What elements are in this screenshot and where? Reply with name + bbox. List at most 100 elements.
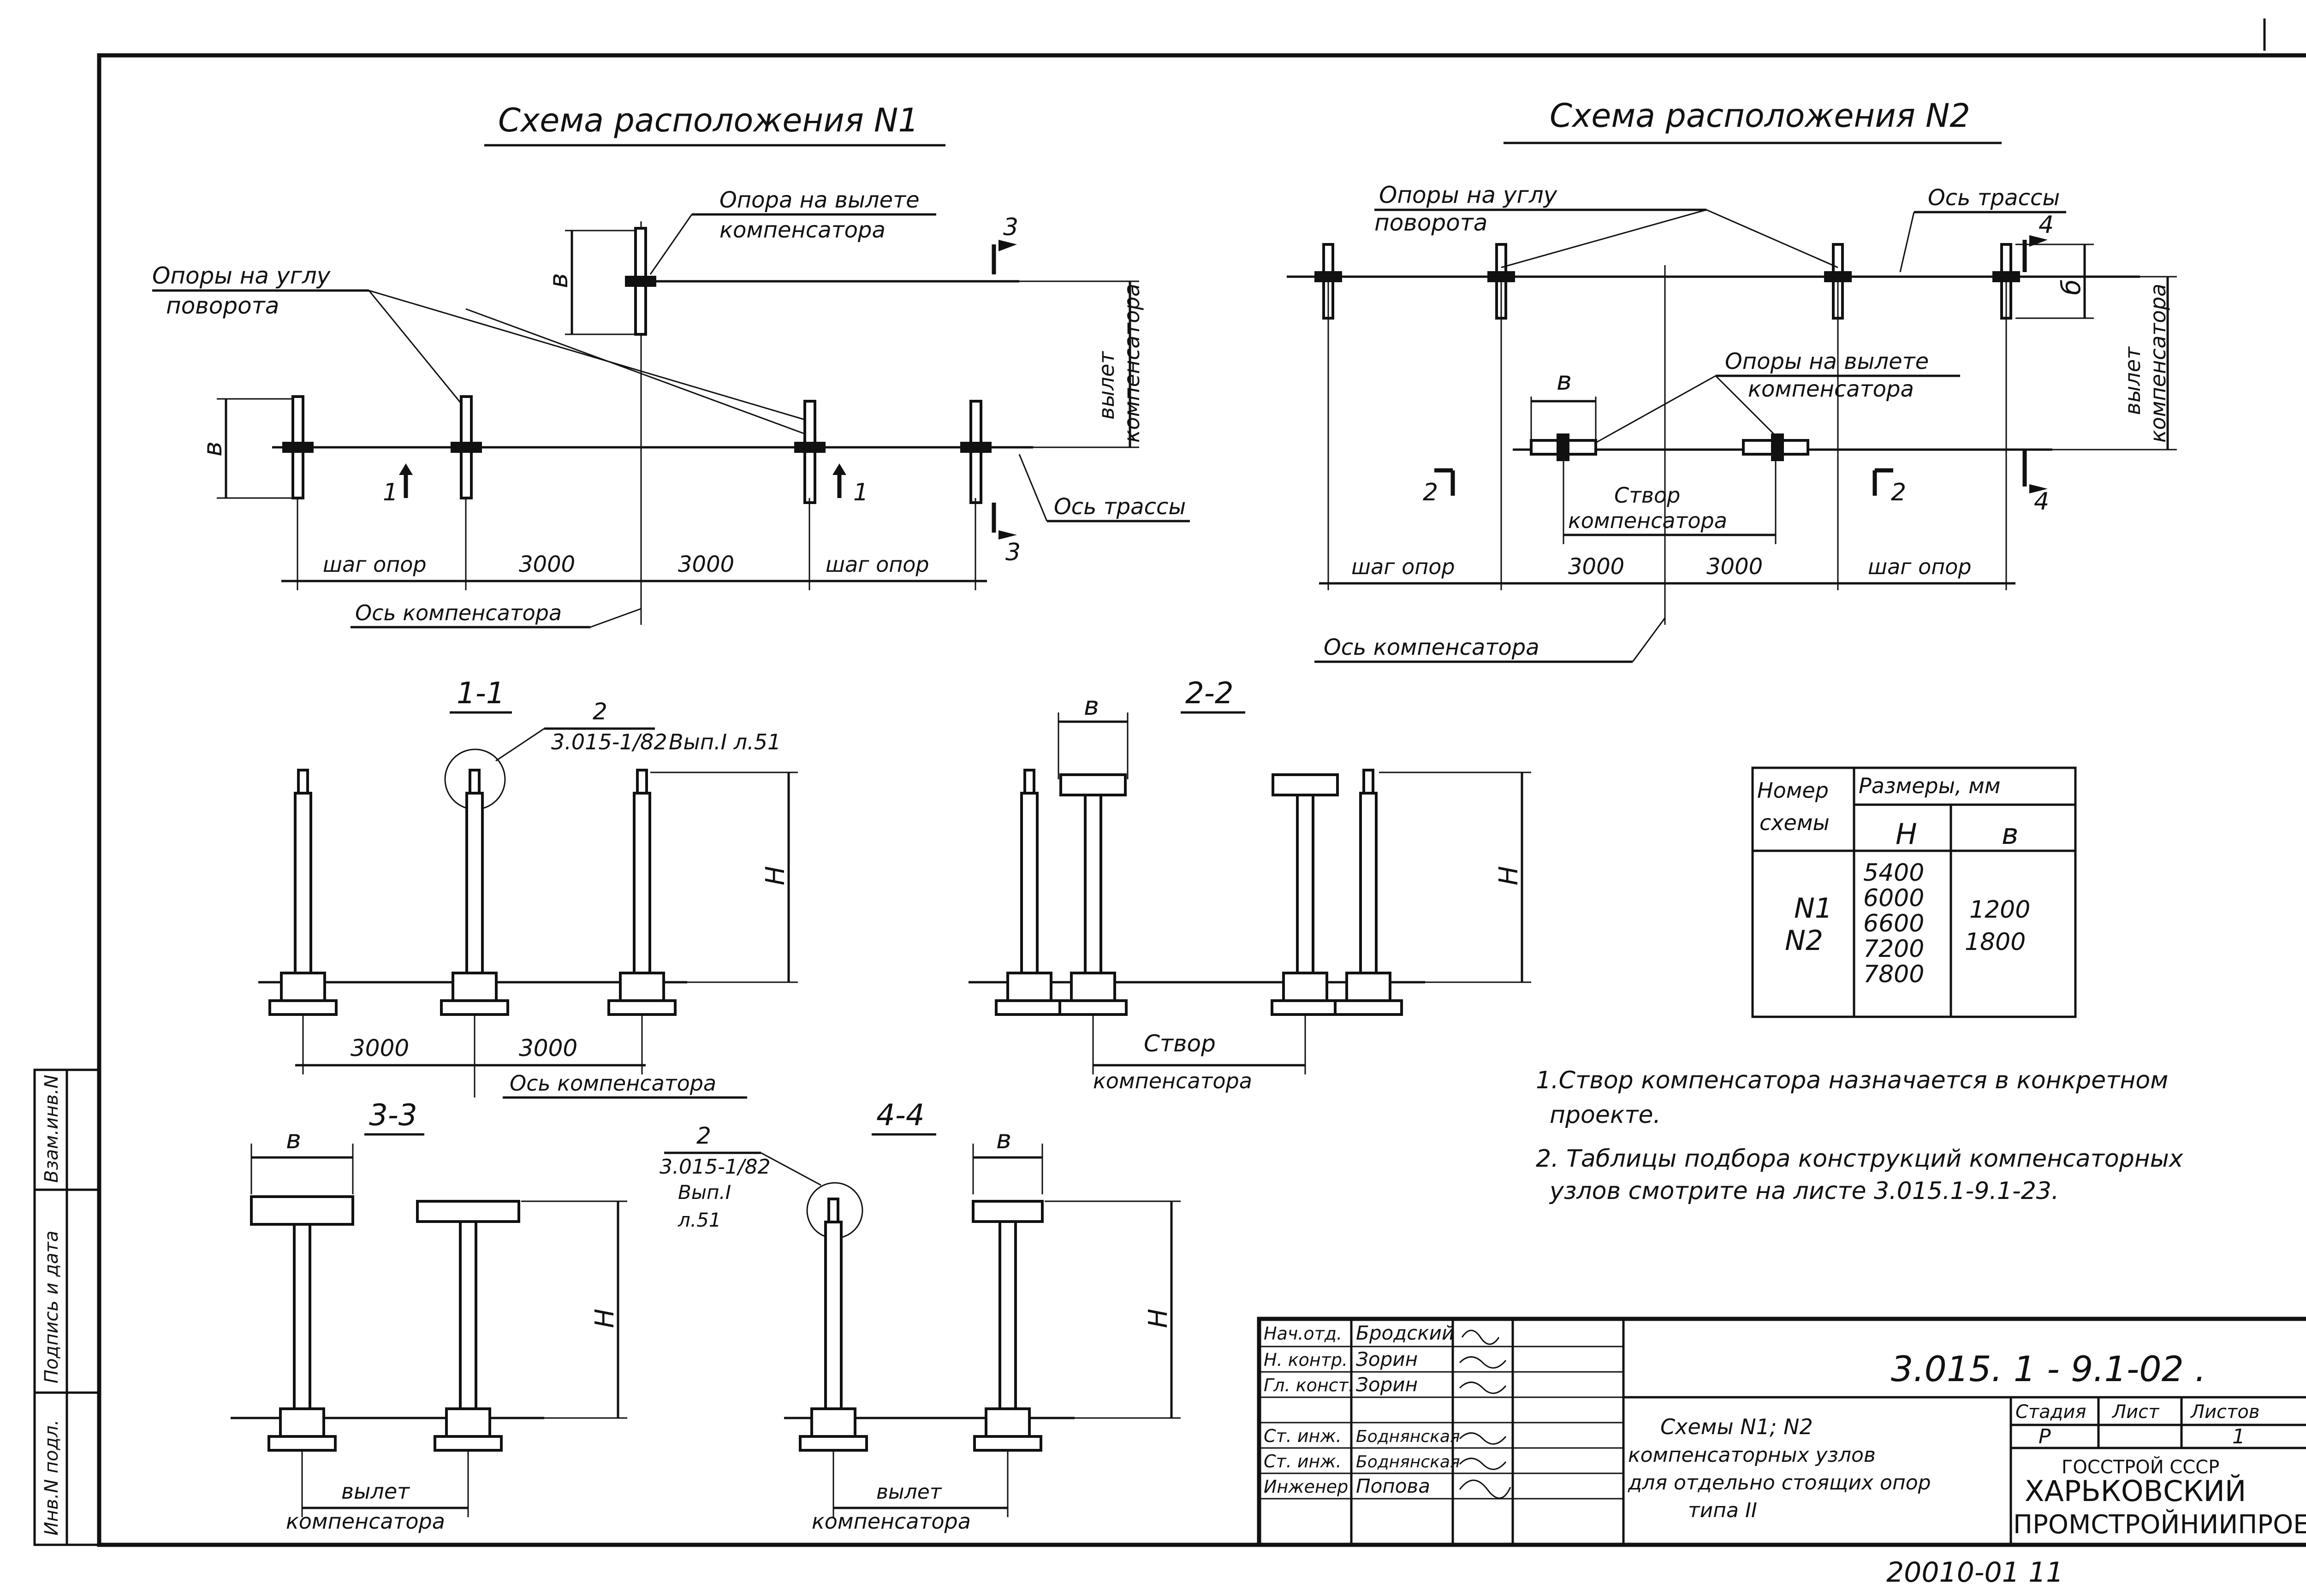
drawing-line — [590, 608, 642, 628]
drawing-label: вылет — [2120, 346, 2145, 415]
scheme-2-title: Схема расположения N2 — [1550, 97, 1970, 135]
drawing-label: 7800 — [1863, 961, 1924, 988]
drawing-shape — [619, 972, 665, 1002]
drawing-label: л.51 — [678, 1209, 721, 1231]
drawing-label: шаг опор — [1351, 554, 1455, 579]
drawing-label: Вып.I — [678, 1181, 731, 1204]
drawing-label: компенсатора — [812, 1509, 971, 1534]
drawing-label: 3000 — [1706, 554, 1763, 580]
drawing-label: ГОССТРОЙ СССР — [2062, 1456, 2219, 1478]
signature-stroke — [1459, 1329, 1511, 1499]
drawing-shape — [267, 1435, 337, 1452]
scheme-2-corner-label: Опоры на углу — [1379, 182, 1558, 208]
drawing-shape — [973, 1435, 1042, 1452]
drawing-shape — [1359, 792, 1378, 979]
drawing-shape — [452, 972, 498, 1002]
drawing-label: для отдельно стоящих опор — [1628, 1471, 1931, 1495]
scheme-1-title: Схема расположения N1 — [498, 101, 919, 139]
drawing-label: N1 — [1794, 892, 1832, 925]
drawing-shape — [1362, 769, 1374, 795]
dimensions-table: Номер схемы Размеры, мм H в N1 N2 5400 6… — [1751, 766, 2077, 1018]
drawing-label: N2 — [1785, 925, 1823, 957]
drawing-label: 1.Створ компенсатора назначается в конкр… — [1536, 1067, 2168, 1094]
drawing-label: шаг опор — [1868, 554, 1972, 579]
scheme-2: Схема расположения N2 в б — [1287, 97, 2177, 663]
drawing-shape — [607, 999, 677, 1016]
drawing-label: схемы — [1759, 810, 1830, 835]
drawing-label: Ст. инж. — [1264, 1451, 1342, 1471]
drawing-shape — [1271, 999, 1340, 1016]
drawing-label: 3 — [1003, 214, 1018, 241]
drawing-shape — [445, 1407, 491, 1438]
drawing-shape — [1345, 972, 1391, 1002]
scheme-2-comp-line: Створ — [1614, 483, 1680, 508]
drawing-shape — [1059, 773, 1127, 796]
scheme-1-comp-axis: Ось компенсатора — [355, 600, 562, 625]
drawing-line — [1595, 375, 1716, 444]
drawing-shape — [1557, 433, 1569, 461]
drawing-label: компенсатора — [719, 217, 886, 243]
drawing-label: Зорин — [1356, 1373, 1418, 1396]
drawing-shape — [794, 442, 826, 453]
drawing-label: Вып.I л.51 — [669, 730, 781, 754]
drawing-label: Н. контр. — [1264, 1350, 1348, 1370]
drawing-label: в — [286, 1125, 301, 1155]
drawing-label: Листов — [2190, 1401, 2259, 1423]
section-3-3-title: 3-3 — [369, 1098, 417, 1133]
drawing-label: в — [996, 1125, 1011, 1155]
drawing-label: компенсатора — [1119, 284, 1144, 443]
drawing-label: 3 — [1005, 539, 1021, 566]
drawing-label: шаг опор — [826, 552, 929, 577]
drawing-label: в — [198, 441, 228, 457]
arrow-head — [998, 530, 1017, 540]
drawing-label: 3000 — [1568, 554, 1624, 580]
section-2-2: 2-2 в H Створ компенс — [969, 676, 1531, 1093]
drawing-label: 4 — [2039, 211, 2054, 239]
drawing-label: Лист — [2111, 1401, 2160, 1423]
drawing-shape — [998, 1220, 1017, 1415]
section-4-4: 4-4 2 3.015-1/82 Вып.I л.51 в H вылет ко… — [660, 1098, 1181, 1534]
drawing-label: 7200 — [1863, 935, 1924, 963]
drawing-label: 5400 — [1863, 859, 1924, 887]
drawing-label: Стадия — [2015, 1401, 2086, 1423]
drawing-label: б — [2056, 279, 2086, 295]
drawing-shape — [633, 792, 651, 979]
drawing-shape — [827, 1198, 839, 1223]
drawing-label: Ось компенсатора — [510, 1071, 716, 1096]
drawing-label: компенсаторных узлов — [1628, 1443, 1876, 1467]
drawing-label: Попова — [1356, 1475, 1430, 1497]
drawing-label: 3000 — [519, 1035, 577, 1062]
drawing-shape — [636, 769, 648, 795]
drawing-shape — [465, 792, 484, 979]
drawing-line — [1899, 212, 1915, 273]
drawing-shape — [1272, 773, 1339, 796]
drawing-label: компенсатора — [286, 1509, 445, 1534]
drawing-label: 3.015-1/82 — [660, 1155, 771, 1179]
drawing-shape — [799, 1435, 868, 1452]
side-stamp-sign: Подпись и дата — [41, 1231, 62, 1383]
drawing-shape — [1751, 766, 2077, 1018]
drawing-shape — [625, 276, 656, 287]
drawing-shape — [810, 1407, 856, 1438]
scheme-2-comp-label: Опоры на вылете — [1725, 349, 1929, 374]
drawing-line — [368, 290, 462, 404]
drawing-label: Схемы N1; N2 — [1660, 1414, 1813, 1439]
drawing-label: ХАРЬКОВСКИЙ — [2025, 1474, 2246, 1508]
drawing-shape — [416, 1200, 520, 1223]
arrow-head — [2029, 235, 2048, 247]
drawing-shape — [972, 1200, 1044, 1223]
drawing-shape — [1282, 972, 1328, 1002]
drawing-label: 4 — [2034, 488, 2049, 516]
drawing-label: H — [1494, 866, 1524, 885]
arrow-head — [832, 463, 846, 475]
drawing-line — [1706, 209, 1838, 268]
section-3-3: 3-3 в H вылет компенсатора — [231, 1098, 627, 1534]
drawing-label: вылет — [341, 1479, 410, 1504]
drawing-label: узлов смотрите на листе 3.015.1-9.1-23. — [1549, 1177, 2059, 1205]
arrow-head — [998, 240, 1017, 251]
drawing-shape — [279, 1407, 325, 1438]
drawing-shape — [1006, 972, 1052, 1002]
drawing-label: 2. Таблицы подбора конструкций компенсат… — [1536, 1145, 2184, 1173]
drawing-label: в — [1084, 691, 1099, 721]
side-stamp-replace: Взам.инв.N — [41, 1075, 62, 1183]
